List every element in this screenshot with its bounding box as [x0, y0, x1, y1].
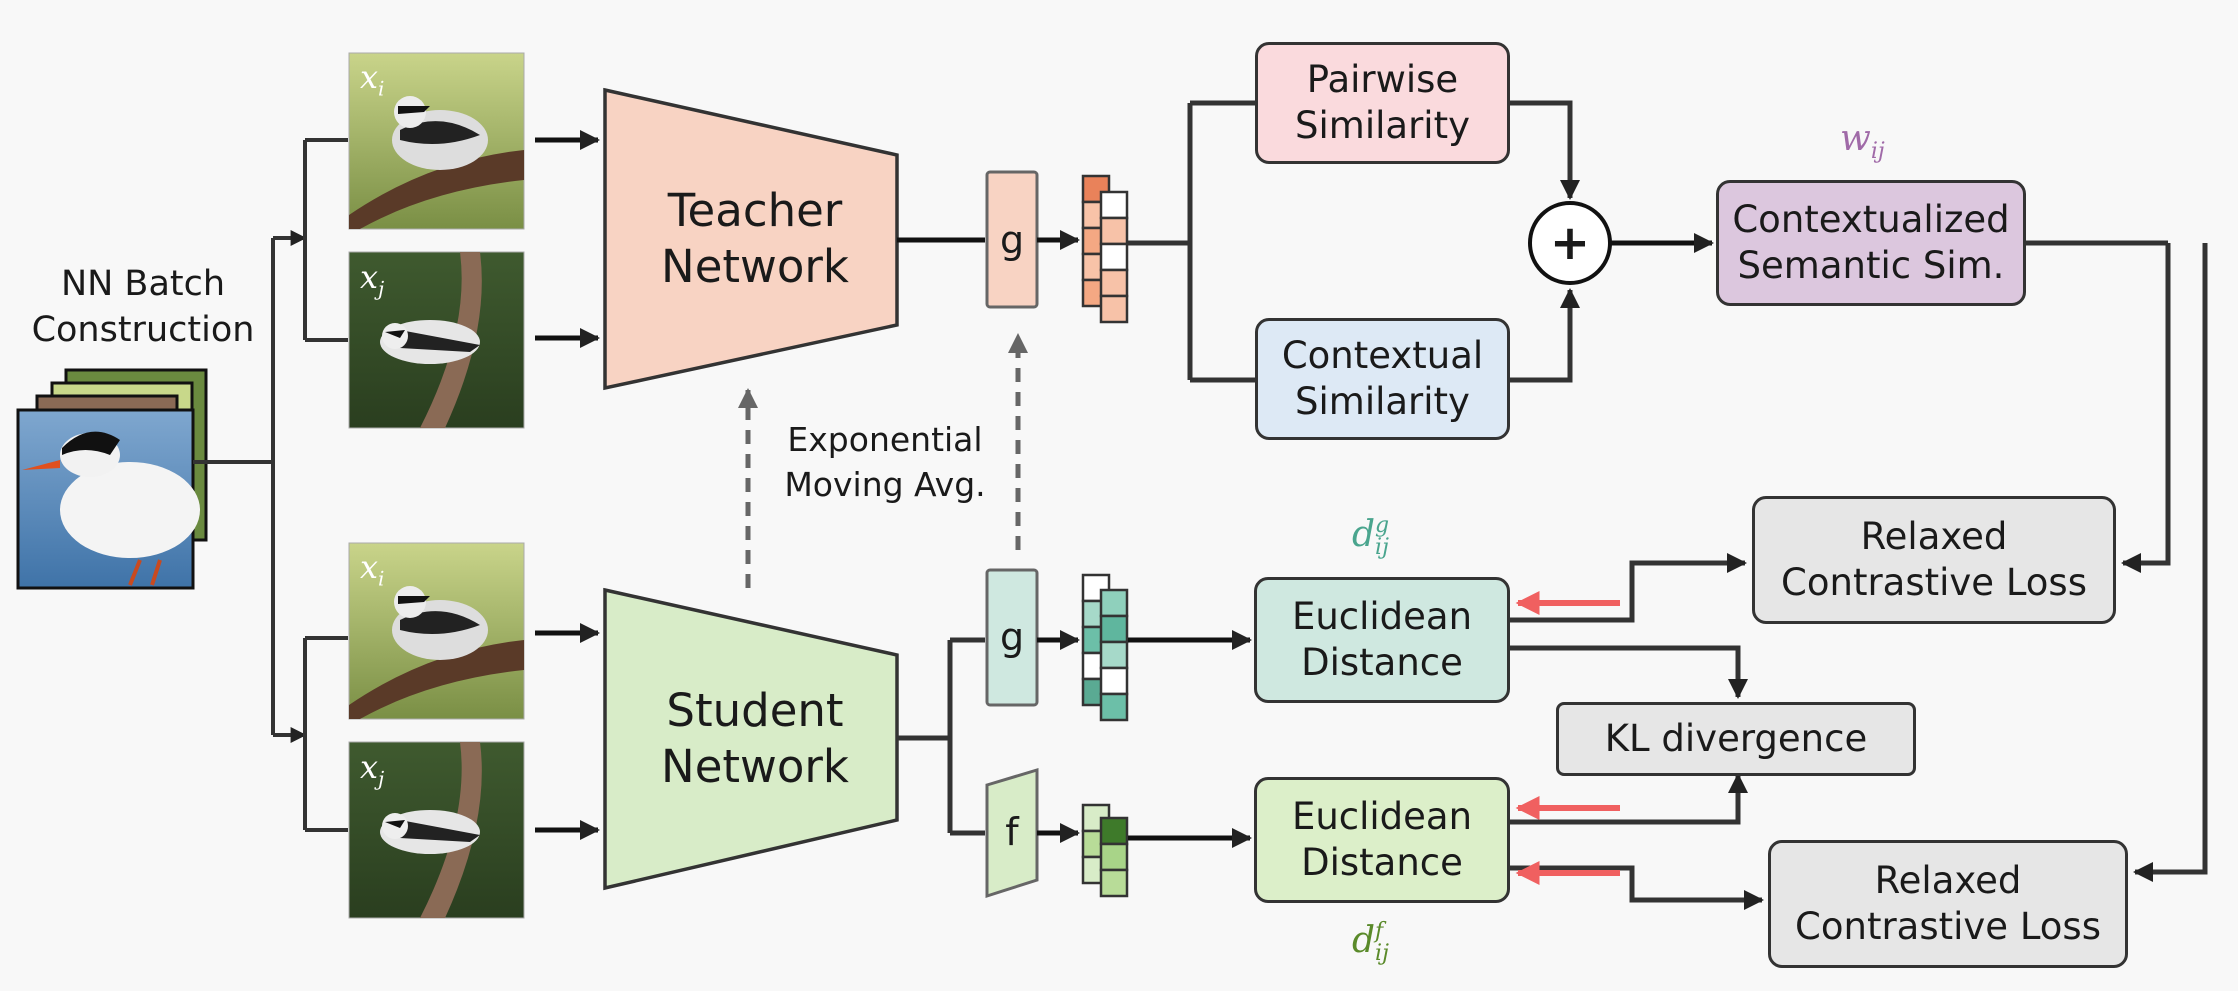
relaxed-contrastive-loss-top-box: Relaxed Contrastive Loss [1752, 496, 2116, 624]
contextual-similarity-box: Contextual Similarity [1255, 318, 1510, 440]
plus-symbol: + [1549, 215, 1591, 271]
pairwise-similarity-box: Pairwise Similarity [1255, 42, 1510, 164]
student-network-label: Student Network [661, 684, 849, 794]
teacher-g-label: g [999, 218, 1025, 262]
xj-teacher-label: xj [360, 258, 385, 301]
xj-student-label: xj [360, 748, 385, 791]
contextualized-to-loss-lines [2025, 240, 2208, 882]
student-network-shape [603, 587, 899, 891]
kl-divergence-box: KL divergence [1556, 702, 1916, 776]
student-f-label: f [1005, 810, 1019, 854]
w-ij-label: wij [1840, 118, 1885, 165]
student-image-xi [348, 542, 525, 720]
teacher-network-label: Teacher Network [661, 184, 849, 294]
teacher-image-xi [348, 52, 525, 230]
nn-batch-label: NN Batch Construction [31, 264, 255, 350]
gradient-arrows [1515, 591, 1620, 885]
student-g-embedding [1081, 573, 1129, 722]
similarity-to-plus-lines [1510, 100, 1580, 383]
euclidean-to-loss-lines [1510, 553, 1764, 910]
xi-student-label: xi [360, 548, 385, 591]
image-to-network-arrows [535, 130, 600, 840]
student-f-embedding [1081, 803, 1129, 898]
student-projector-f-shape [985, 767, 1039, 899]
student-g-label: g [999, 615, 1025, 659]
batch-image-stack [16, 368, 208, 590]
student-image-xj [348, 741, 525, 919]
xi-teacher-label: xi [360, 58, 385, 101]
student-to-projector-lines [897, 637, 985, 836]
euclidean-distance-bottom-box: Euclidean Distance [1254, 777, 1510, 903]
euclidean-distance-top-box: Euclidean Distance [1254, 577, 1510, 703]
embedding-to-euclidean-arrows [1128, 630, 1252, 848]
teacher-image-xj [348, 251, 525, 429]
teacher-network-shape [603, 87, 899, 391]
batch-connectors [193, 138, 348, 832]
embedding-to-similarity-lines [1128, 100, 1255, 383]
relaxed-contrastive-loss-bottom-box: Relaxed Contrastive Loss [1768, 840, 2128, 968]
contextualized-semantic-sim-box: Contextualized Semantic Sim. [1716, 180, 2026, 306]
ema-arrows [738, 333, 1028, 588]
teacher-embedding [1081, 174, 1129, 324]
projector-to-embedding-arrows [1037, 630, 1080, 843]
ema-label: Exponential Moving Avg. [784, 420, 986, 504]
